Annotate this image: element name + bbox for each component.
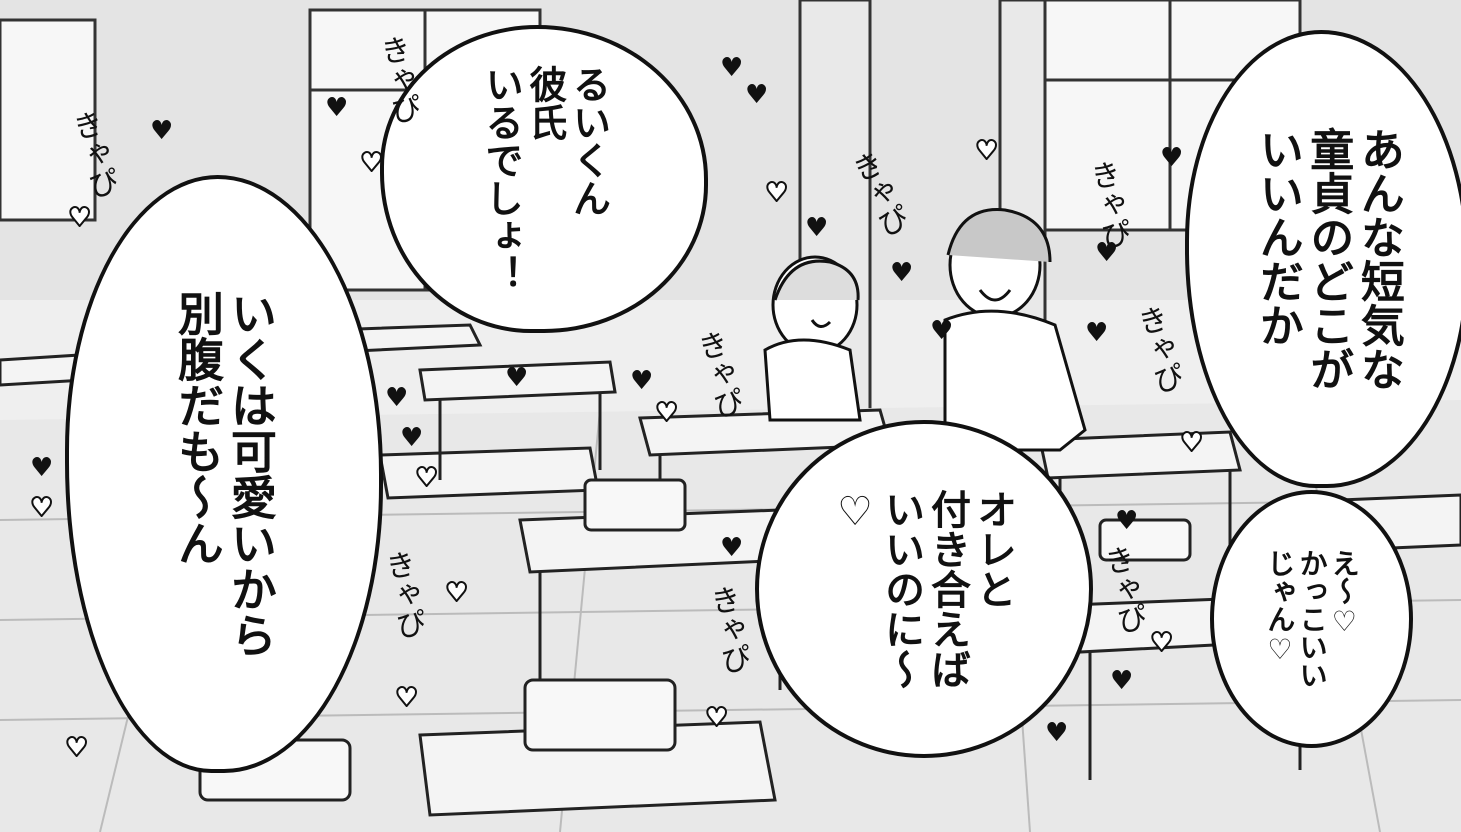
heart-icon: ♥ xyxy=(1110,666,1134,696)
heart-icon: ♥ xyxy=(30,453,54,483)
heart-icon: ♥ xyxy=(1095,238,1119,268)
heart-icon: ♥ xyxy=(720,53,744,83)
chairs xyxy=(198,478,1192,802)
character-seated xyxy=(763,255,862,422)
heart-icon: ♥ xyxy=(325,93,349,123)
speech-bubble-right: あんな短気な 童貞のどこが いいんだか xyxy=(1185,30,1461,488)
heart-outline-icon: ♥ xyxy=(359,148,384,178)
heart-outline-icon: ♥ xyxy=(654,398,679,428)
speech-text: あんな短気な 童貞のどこが いいんだか xyxy=(1251,127,1404,391)
heart-outline-icon: ♥ xyxy=(444,578,469,608)
heart-outline-icon: ♥ xyxy=(67,203,92,233)
speech-text: え～♡ かっこいい じゃん♡ xyxy=(1263,549,1361,689)
heart-icon: ♥ xyxy=(150,116,174,146)
speech-text: オレと 付き合えば いいのに～ ♡ xyxy=(832,489,1016,689)
heart-icon: ♥ xyxy=(1160,143,1184,173)
heart-outline-icon: ♥ xyxy=(414,463,439,493)
character-standing xyxy=(943,208,1087,452)
heart-icon: ♥ xyxy=(745,80,769,110)
heart-icon: ♥ xyxy=(720,533,744,563)
heart-outline-icon: ♥ xyxy=(704,703,729,733)
heart-outline-icon: ♥ xyxy=(1149,628,1174,658)
heart-outline-icon: ♥ xyxy=(1179,428,1204,458)
heart-outline-icon: ♥ xyxy=(64,733,89,763)
speech-text: いくは可愛いから 別腹だも～ん xyxy=(171,290,278,658)
speech-text: るいくん 彼氏 いるでしょ！ xyxy=(479,65,611,293)
heart-icon: ♥ xyxy=(930,316,954,346)
speech-bubble-top-center: るいくん 彼氏 いるでしょ！ xyxy=(380,25,708,333)
heart-icon: ♥ xyxy=(1115,506,1139,536)
heart-icon: ♥ xyxy=(1045,718,1069,748)
heart-icon: ♥ xyxy=(805,213,829,243)
speech-bubble-bottom-center: オレと 付き合えば いいのに～ ♡ xyxy=(755,420,1093,758)
heart-outline-icon: ♥ xyxy=(394,683,419,713)
heart-outline-icon: ♥ xyxy=(974,136,999,166)
heart-outline-icon: ♥ xyxy=(29,493,54,523)
heart-outline-icon: ♥ xyxy=(764,178,789,208)
speech-bubble-bottom-right: え～♡ かっこいい じゃん♡ xyxy=(1210,490,1413,748)
speech-bubble-left: いくは可愛いから 別腹だも～ん xyxy=(65,175,383,773)
heart-icon: ♥ xyxy=(505,363,529,393)
heart-icon: ♥ xyxy=(1085,318,1109,348)
heart-icon: ♥ xyxy=(890,258,914,288)
desks xyxy=(0,323,1461,817)
heart-icon: ♥ xyxy=(630,366,654,396)
heart-icon: ♥ xyxy=(400,423,424,453)
heart-icon: ♥ xyxy=(385,383,409,413)
